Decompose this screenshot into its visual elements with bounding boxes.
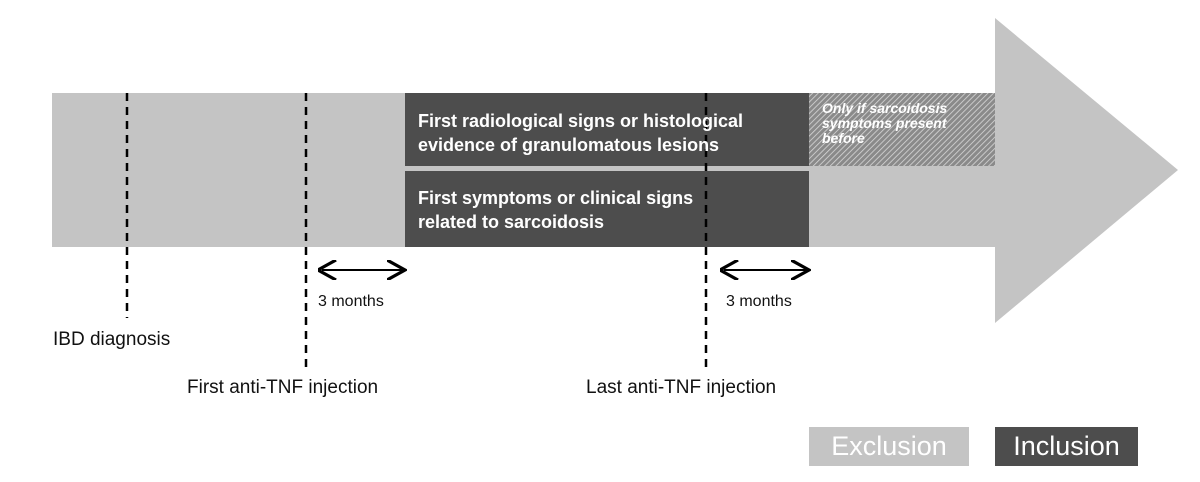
- radiological-text: First radiological signs or histological…: [418, 111, 744, 155]
- last-anti-tnf-label: Last anti-TNF injection: [586, 377, 777, 398]
- first-anti-tnf-label: First anti-TNF injection: [187, 377, 379, 398]
- legend-exclusion-label: Exclusion: [831, 431, 947, 461]
- symptoms-box: [405, 171, 809, 247]
- interval-label-1: 3 months: [318, 293, 384, 310]
- interval-label-2: 3 months: [726, 293, 792, 310]
- hatched-note: Only if sarcoidosis symptoms present bef…: [822, 100, 948, 146]
- symptoms-text: First symptoms or clinical signs related…: [418, 188, 694, 232]
- legend-inclusion: Inclusion: [995, 427, 1138, 466]
- hatched-box: [809, 93, 995, 166]
- legend-inclusion-label: Inclusion: [1013, 431, 1120, 461]
- radiological-box: [405, 93, 809, 166]
- ibd-diagnosis-label: IBD diagnosis: [53, 329, 171, 350]
- timeline-arrow: [52, 18, 1178, 323]
- legend-exclusion: Exclusion: [809, 427, 969, 466]
